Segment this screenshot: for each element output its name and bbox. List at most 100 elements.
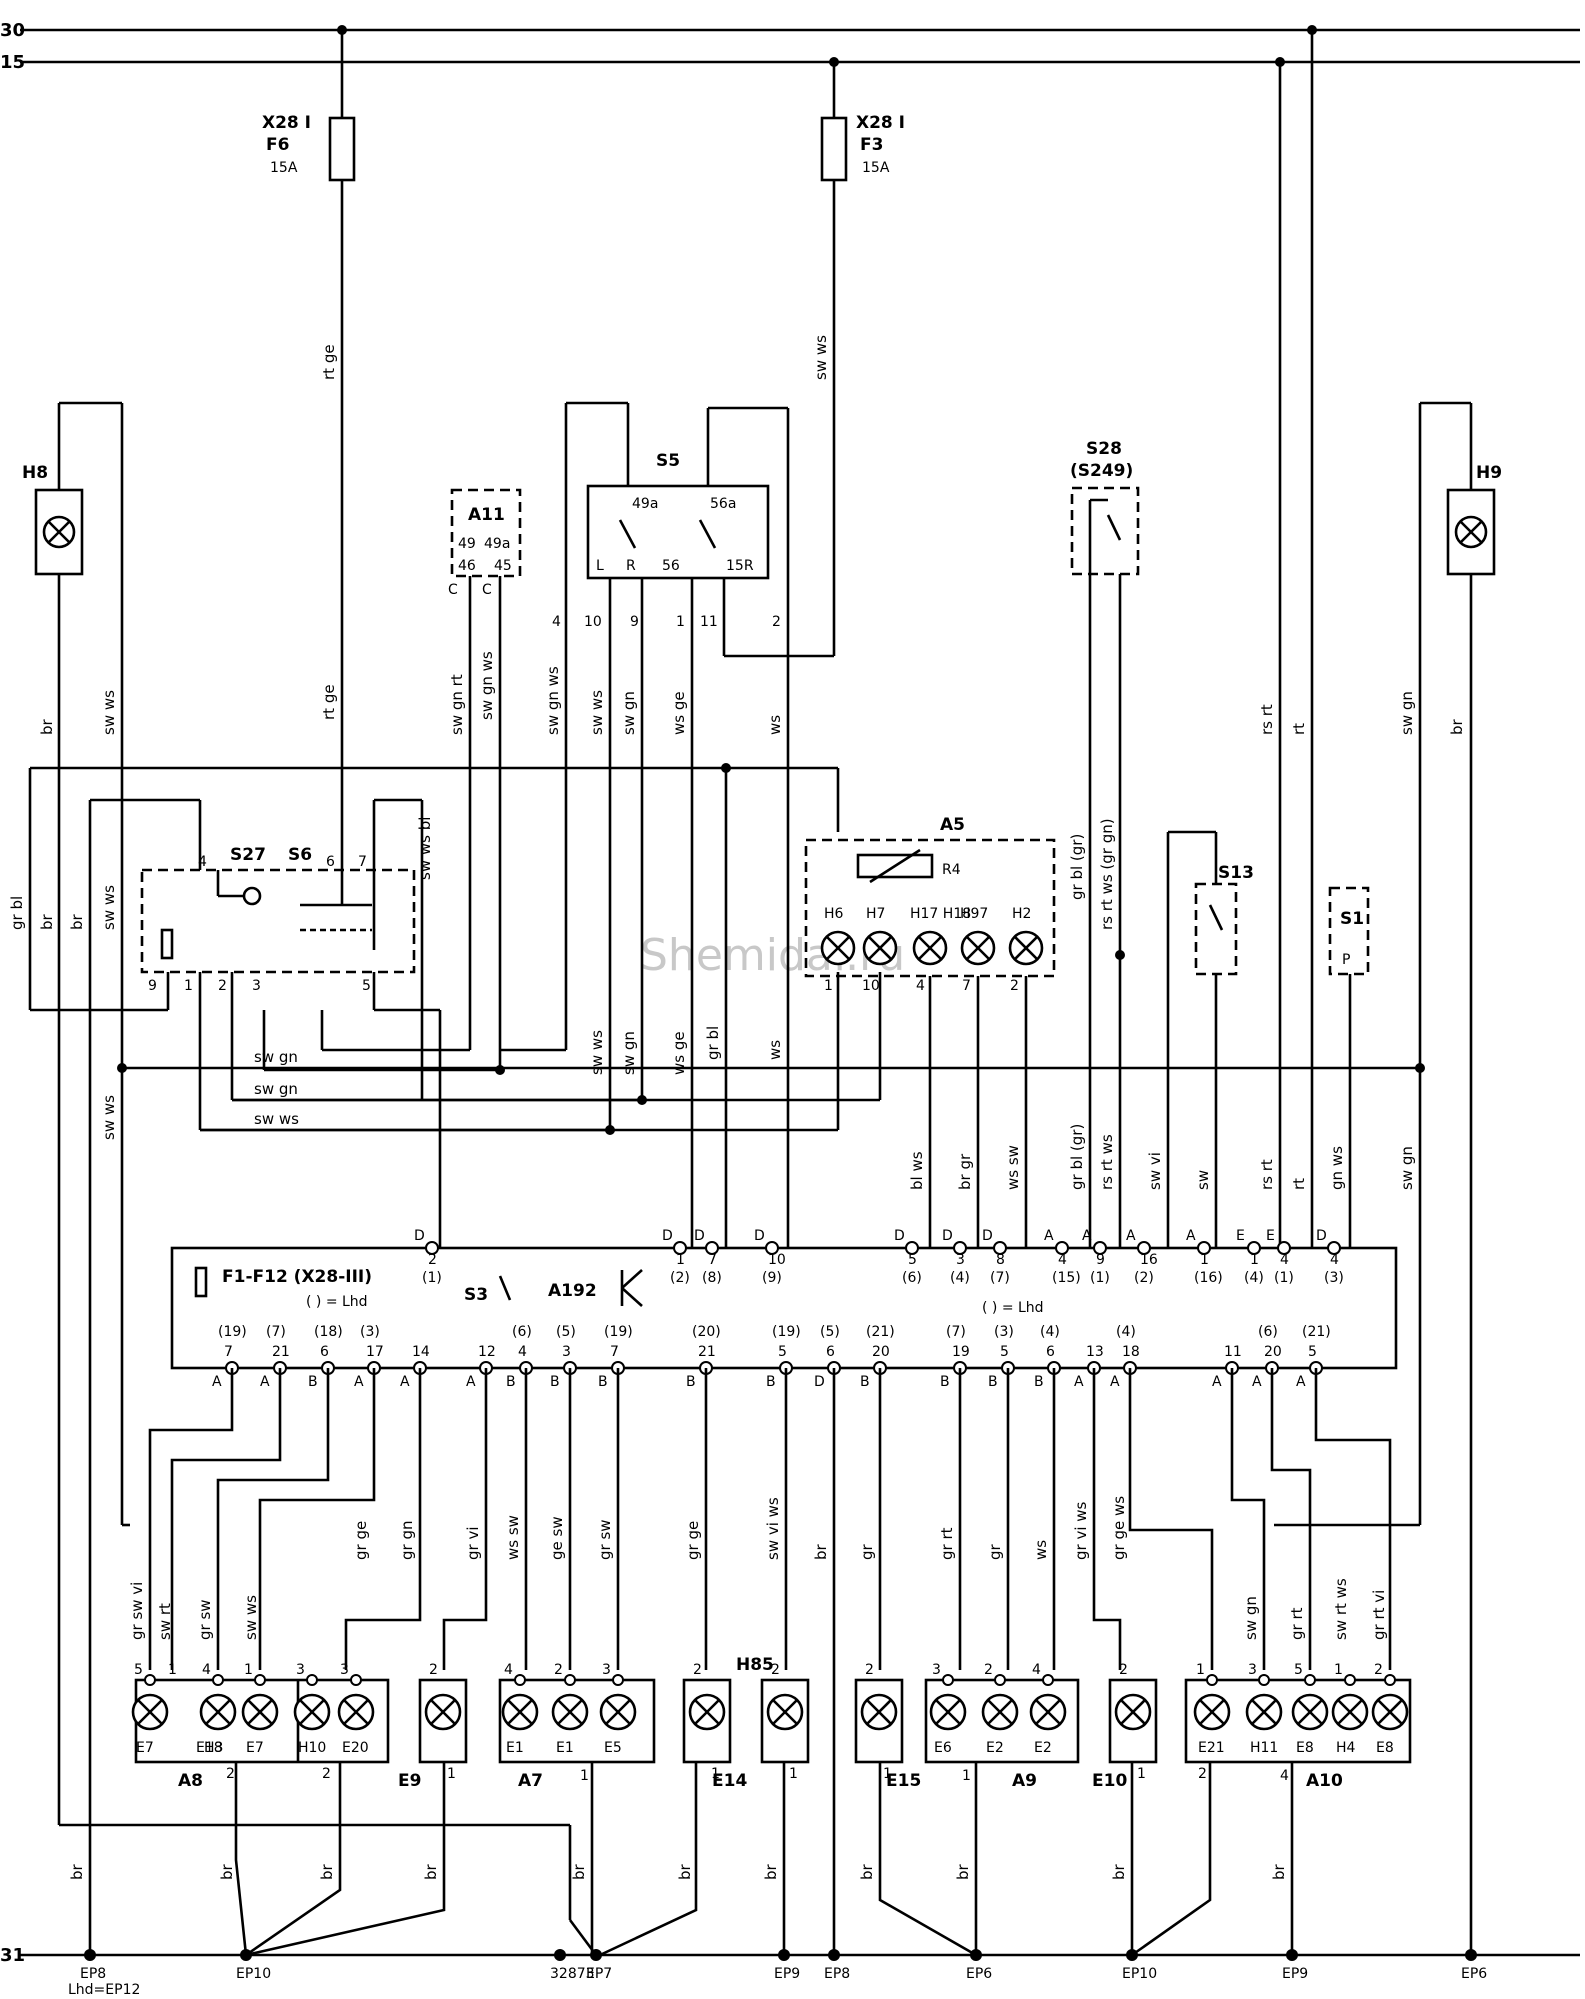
lamp-name: E18	[196, 1740, 223, 1756]
wire-color-swws_l: sw ws	[100, 885, 118, 930]
lamp-name: H11	[1250, 1740, 1278, 1756]
wire-color-swviws: sw vi ws	[764, 1497, 782, 1560]
a5-lamps: H6 H7 H17 H18 H97 H2	[820, 906, 1044, 966]
bottom-pin-number: 5	[778, 1344, 787, 1360]
svg-text:9: 9	[148, 978, 157, 994]
bottom-pin-connector: B	[686, 1374, 696, 1390]
svg-text:H2: H2	[1012, 906, 1031, 922]
wire-color-grswvi: gr sw vi	[128, 1582, 146, 1640]
top-pin-connector: A	[1126, 1228, 1136, 1244]
svg-text:2: 2	[1010, 978, 1019, 994]
svg-text:L: L	[596, 558, 604, 574]
lamp-name: E21	[1198, 1740, 1225, 1756]
wire-color-wssw2: ws sw	[504, 1515, 522, 1560]
lamp-name: E7	[136, 1740, 154, 1756]
svg-text:10: 10	[584, 614, 602, 630]
wire-color-gnws: gn ws	[1328, 1146, 1346, 1190]
lamp-pin: 2	[984, 1662, 993, 1678]
lamp-symbol	[501, 1693, 539, 1731]
top-pin-lhd: (15)	[1052, 1270, 1081, 1286]
bottom-pin-number: 20	[1264, 1344, 1282, 1360]
bottom-pin-lhd: (7)	[946, 1324, 966, 1340]
lamp-gnd: 1	[447, 1766, 456, 1782]
top-pin-number: 5	[908, 1252, 917, 1268]
ground-point-dot	[778, 1949, 790, 1961]
wire-color-grsw: gr sw	[196, 1599, 214, 1640]
top-pin-connector: A	[1044, 1228, 1054, 1244]
ground-point-dot	[1465, 1949, 1477, 1961]
bottom-pin-connector: A	[400, 1374, 410, 1390]
lamp-symbol	[860, 1693, 898, 1731]
bottom-pin-number: 6	[826, 1344, 835, 1360]
lamp-pin: 4	[1032, 1662, 1041, 1678]
wire-color-rsrt2: rs rt	[1258, 1159, 1276, 1190]
busbars: 30 15 31	[0, 20, 1580, 1966]
top-pin-connector: D	[982, 1228, 993, 1244]
switch-s5: S5 49a 56a L R 56 15R 4 10 9 1 11 2	[500, 401, 834, 1248]
a10-label: A10	[1306, 1771, 1343, 1791]
a9-label: A9	[1012, 1771, 1037, 1791]
lamp-name: E20	[342, 1740, 369, 1756]
svg-text:7: 7	[962, 978, 971, 994]
top-pin-lhd: (3)	[1324, 1270, 1344, 1286]
bottom-pin-connector: A	[1110, 1374, 1120, 1390]
lamp-name: E1	[506, 1740, 524, 1756]
bottom-pin-connector: B	[766, 1374, 776, 1390]
wire-color-swrt: sw rt	[156, 1603, 174, 1640]
lamp-symbol	[241, 1693, 279, 1731]
module-lhd-left: ( ) = Lhd	[306, 1294, 368, 1310]
ground-point-label: EP10	[236, 1966, 271, 1982]
bottom-pin-number: 21	[272, 1344, 290, 1360]
lamp-h9: H9	[1418, 401, 1502, 1955]
top-pin-connector: D	[894, 1228, 905, 1244]
s28-label: S28	[1086, 439, 1122, 459]
wire-color-swgn_r1: sw gn	[1398, 691, 1416, 735]
fuse-f6-conn: X28 I	[262, 113, 311, 133]
lamp-h8-label: H8	[22, 463, 48, 483]
lamp-symbol	[599, 1693, 637, 1731]
svg-text:11: 11	[700, 614, 718, 630]
top-pin-connector: D	[942, 1228, 953, 1244]
bottom-wiring	[122, 1368, 1420, 1955]
component-a11: A11 49 49a 46 45 C C	[262, 488, 522, 1075]
lamp-gnd: 1	[711, 1766, 720, 1782]
svg-text:5: 5	[362, 978, 371, 994]
ground-point-dot	[1286, 1949, 1298, 1961]
e15-label: E15	[886, 1771, 921, 1791]
top-pin	[425, 1241, 439, 1255]
top-pin	[1093, 1241, 1107, 1255]
wire-color-rsrtws: rs rt ws (gr gn)	[1098, 818, 1116, 930]
bottom-pin-lhd: (6)	[1258, 1324, 1278, 1340]
lamp-gnd: 1	[883, 1766, 892, 1782]
wire-color-s5_1: ws ge	[670, 691, 688, 735]
lamp-name: H10	[298, 1740, 326, 1756]
e10-label: E10	[1092, 1771, 1127, 1791]
bottom-pin-number: 11	[1224, 1344, 1242, 1360]
ground-point-dot	[554, 1949, 566, 1961]
svg-text:7: 7	[358, 854, 367, 870]
svg-text:4: 4	[198, 854, 207, 870]
bottom-pin-number: 4	[518, 1344, 527, 1360]
wire-color-h-swws: sw ws	[254, 1110, 299, 1128]
lamp-name: E6	[934, 1740, 952, 1756]
busbar-30-label: 30	[0, 20, 25, 41]
svg-text:3: 3	[252, 978, 261, 994]
lamp-pin: 4	[202, 1662, 211, 1678]
svg-text:9: 9	[630, 614, 639, 630]
svg-text:1: 1	[676, 614, 685, 630]
lamp-h9-label: H9	[1476, 463, 1502, 483]
bottom-pin-number: 7	[610, 1344, 619, 1360]
a7-label: A7	[518, 1771, 543, 1791]
top-pin	[1137, 1241, 1151, 1255]
lamp-gnd: 2	[1198, 1766, 1207, 1782]
svg-text:H97: H97	[960, 906, 988, 922]
top-pin-connector: D	[754, 1228, 765, 1244]
lamp-symbol	[337, 1693, 375, 1731]
svg-text:1: 1	[184, 978, 193, 994]
lamp-pin: 2	[693, 1662, 702, 1678]
ground-point-label: EP7	[586, 1966, 612, 1982]
busbar-15-label: 15	[0, 52, 25, 73]
lamp-symbol	[766, 1693, 804, 1731]
wire-color-gr: gr	[858, 1543, 876, 1560]
